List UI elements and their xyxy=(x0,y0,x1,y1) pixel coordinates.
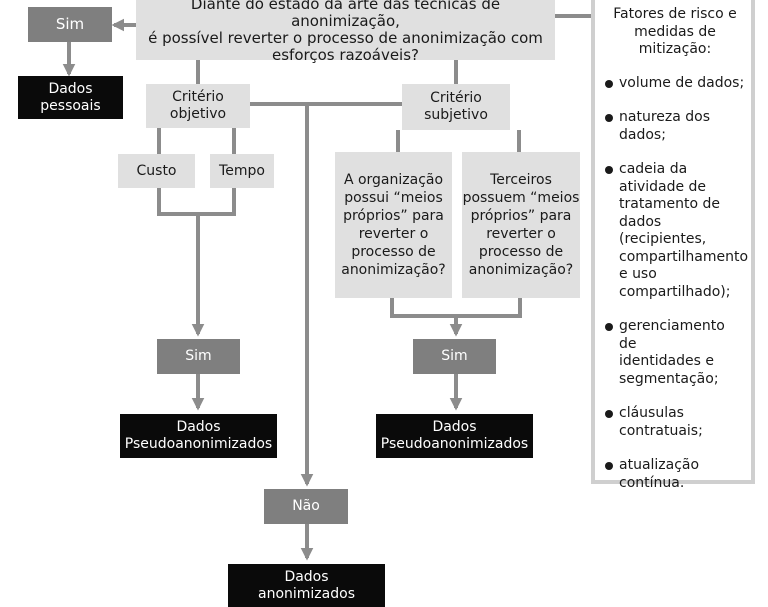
dados-anonimizados-box: Dados anonimizados xyxy=(228,564,385,607)
pseudo-right-box: Dados Pseudoanonimizados xyxy=(376,414,533,458)
bullet-icon xyxy=(605,166,613,174)
bullet-icon xyxy=(605,462,613,470)
sim-left-box: Sim xyxy=(157,339,240,374)
bullet-icon xyxy=(605,410,613,418)
pseudo-left-box: Dados Pseudoanonimizados xyxy=(120,414,277,458)
risk-factor-item: atualização contínua. xyxy=(605,457,745,492)
risk-factors-panel: Fatores de risco e medidas de mitização:… xyxy=(591,0,755,491)
sim-right-box: Sim xyxy=(413,339,496,374)
dados-pessoais-box: Dados pessoais xyxy=(18,76,123,119)
sim-top-box: Sim xyxy=(28,7,112,42)
criterio-subjetivo-box: Critério subjetivo xyxy=(402,84,510,130)
risk-factor-item: cadeia da atividade de tratamento de dad… xyxy=(605,161,748,301)
line-custo-tempo-merge xyxy=(157,188,236,216)
line-options-merge xyxy=(390,298,522,318)
bullet-icon xyxy=(605,79,613,88)
risk-factors-title: Fatores de risco e medidas de mitização: xyxy=(613,6,737,57)
nao-box: Não xyxy=(264,489,348,524)
terceiros-box: Terceiros possuem “meios próprios” para … xyxy=(462,152,580,298)
custo-box: Custo xyxy=(118,154,195,188)
risk-factor-item: cláusulas contratuais; xyxy=(605,405,745,440)
criterio-objetivo-box: Critério objetivo xyxy=(146,84,250,128)
risk-factor-item: natureza dos dados; xyxy=(605,109,745,144)
question-box: Diante do estado da arte das técnicas de… xyxy=(136,0,555,64)
risk-factor-item: gerenciamento de identidades e segmentaç… xyxy=(605,318,745,388)
bullet-icon xyxy=(605,323,613,331)
tempo-box: Tempo xyxy=(210,154,274,188)
organizacao-box: A organização possui “meios próprios” pa… xyxy=(335,152,452,298)
risk-factor-item: volume de dados; xyxy=(605,75,745,93)
bullet-icon xyxy=(605,114,613,122)
risk-factors-list: volume de dados; natureza dos dados; cad… xyxy=(605,75,748,493)
